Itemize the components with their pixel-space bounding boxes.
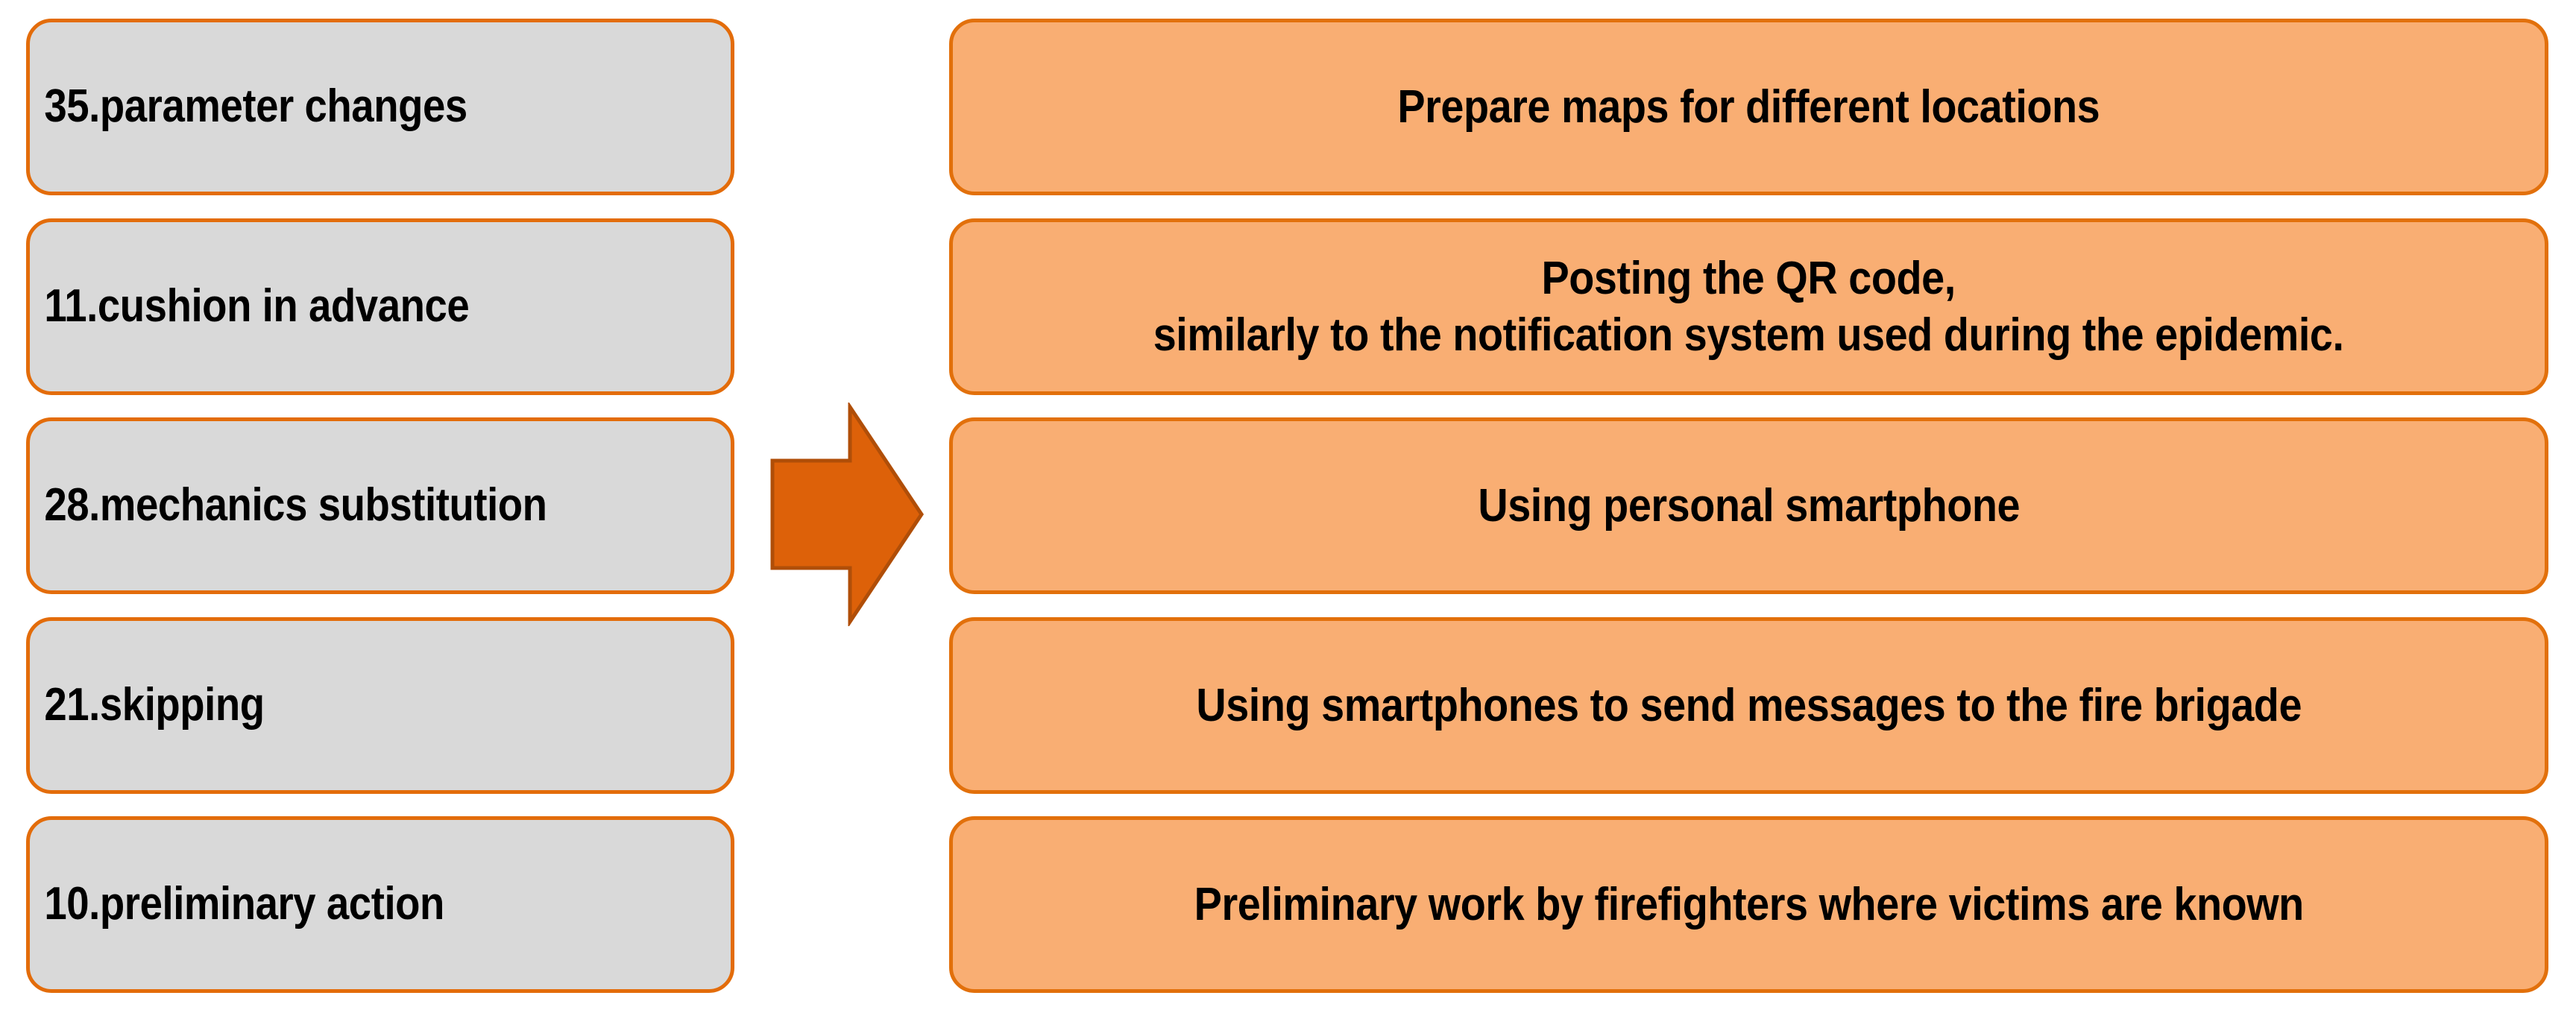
solution-box-preliminary-work[interactable]: Preliminary work by firefighters where v… [949,816,2548,993]
solution-label-preliminary-work: Preliminary work by firefighters where v… [1194,878,2304,930]
principle-label-35: 35.parameter changes [44,81,467,133]
solution-label-qr-code: Posting the QR code, similarly to the no… [1153,252,2344,361]
principle-box-21[interactable]: 21.skipping [26,617,734,794]
solution-label-personal-smartphone: Using personal smartphone [1478,479,2020,531]
principle-label-11: 11.cushion in advance [44,280,470,332]
arrow-right-icon [768,403,926,626]
solution-label-send-messages: Using smartphones to send messages to th… [1196,679,2302,731]
principle-label-28: 28.mechanics substitution [44,479,547,531]
solution-box-prepare-maps[interactable]: Prepare maps for different locations [949,19,2548,195]
solution-box-personal-smartphone[interactable]: Using personal smartphone [949,417,2548,594]
principle-box-10[interactable]: 10.preliminary action [26,816,734,993]
principle-box-35[interactable]: 35.parameter changes [26,19,734,195]
principle-box-28[interactable]: 28.mechanics substitution [26,417,734,594]
solution-box-send-messages[interactable]: Using smartphones to send messages to th… [949,617,2548,794]
solution-label-prepare-maps: Prepare maps for different locations [1397,81,2100,133]
principle-box-11[interactable]: 11.cushion in advance [26,218,734,395]
right-column-solutions: Prepare maps for different locations Pos… [949,19,2548,995]
principle-label-10: 10.preliminary action [44,878,444,930]
principle-label-21: 21.skipping [44,679,265,731]
arrow-right-shape [770,403,925,626]
left-column-principles: 35.parameter changes 11.cushion in advan… [26,19,734,995]
solution-box-qr-code[interactable]: Posting the QR code, similarly to the no… [949,218,2548,395]
